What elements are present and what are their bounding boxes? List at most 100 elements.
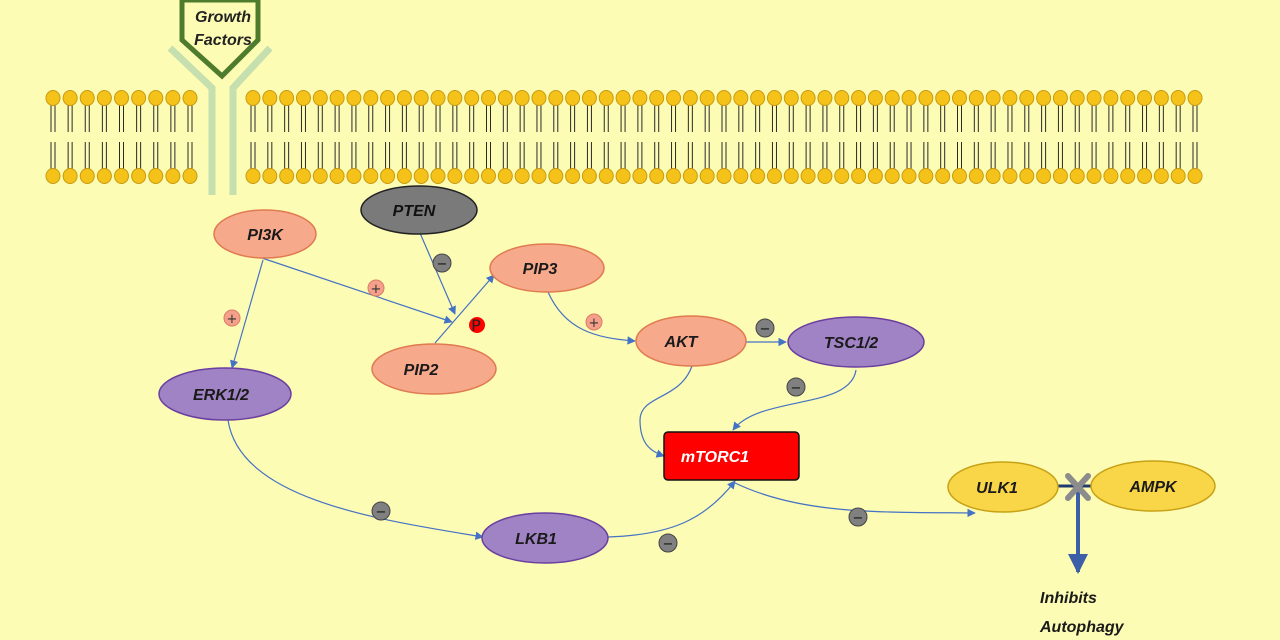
lipid-head [851,168,867,184]
node-pip2: PIP2 [371,343,497,395]
lipid-head [716,90,732,106]
node-tsc: TSC1/2 [787,316,925,368]
lipid-head [1002,168,1018,184]
lipid-head [531,168,547,184]
lipid-head [598,168,614,184]
lipid-head [1103,90,1119,106]
plus-sign: + [585,313,603,331]
lipid-head [985,90,1001,106]
lipid-head [114,90,129,106]
lipid-head [1103,168,1119,184]
lipid-head [329,168,345,184]
node-mtorc1-label: mTORC1 [681,449,749,466]
arrow-pi3k-erk [230,259,264,369]
lipid-head [182,168,198,184]
lipid-head [716,168,732,184]
node-mtorc1: mTORC1 [663,431,800,481]
lipid-head [497,168,513,184]
lipid-head [363,168,379,184]
lipid-head [800,168,816,184]
node-ulk1-label: ULK1 [976,480,1018,497]
arrow-akt-mtorc1 [639,365,693,458]
lipid-head [131,168,147,184]
lipid-head [1052,90,1068,106]
lipid-head [649,90,665,106]
node-ampk: AMPK [1090,460,1216,512]
node-erk-label: ERK1/2 [193,387,249,404]
node-erk: ERK1/2 [158,367,292,421]
lipid-head [262,90,278,106]
lipid-head [262,168,278,184]
lipid-head [279,90,295,106]
lipid-head [1170,168,1186,184]
lipid-head [396,90,412,106]
lipid-head [148,168,164,184]
node-lkb1: LKB1 [481,512,609,564]
lipid-head [884,168,900,184]
node-tsc-label: TSC1/2 [824,335,878,352]
lipid-head [114,168,129,184]
lipid-head [834,90,850,106]
lipid-head [901,90,917,106]
node-pip3: PIP3 [489,243,605,293]
lipid-head [918,168,934,184]
lipid-head [430,168,446,184]
lipid-head [329,90,345,106]
receptor-label-line2: Factors [194,32,252,49]
cross-icon [1065,473,1091,501]
node-pip2-label: PIP2 [404,362,439,379]
lipid-head [514,90,530,106]
phosphate-marker: P [469,316,485,335]
minus-sign: − [848,507,868,527]
lipid-head [1019,168,1035,184]
lipid-head [1036,168,1052,184]
svg-text:−: − [760,322,771,337]
lipid-head [985,168,1001,184]
lipid-head [1052,168,1068,184]
lipid-head [430,90,446,106]
lipid-head [548,168,564,184]
lipid-head [935,168,951,184]
lipid-head [1120,168,1136,184]
plus-sign: + [223,309,241,327]
cell-membrane [45,90,1203,184]
lipid-head [447,90,463,106]
lipid-head [851,90,867,106]
lipid-head [548,90,564,106]
lipid-head [245,90,261,106]
lipid-head [1137,168,1153,184]
lipid-head [312,168,328,184]
lipid-head [481,90,496,106]
lipid-head [615,90,631,106]
lipid-head [699,168,715,184]
node-ulk1: ULK1 [947,461,1059,513]
lipid-head [45,168,61,184]
arrow-mtorc1-ulk1 [732,481,976,518]
node-ampk-label: AMPK [1128,479,1178,496]
lipid-head [380,90,396,106]
lipid-head [165,168,181,184]
lipid-head [1069,168,1085,184]
lipid-head [279,168,295,184]
svg-text:+: + [371,282,382,297]
lipid-head [750,168,766,184]
lipid-head [464,168,480,184]
node-pi3k-label: PI3K [247,227,284,244]
minus-sign: − [786,377,806,397]
lipid-head [817,90,833,106]
lipid-head [581,168,597,184]
lipid-head [834,168,850,184]
lipid-head [1153,90,1169,106]
lipid-head [598,90,614,106]
lipid-head [918,90,934,106]
outcome-label: Inhibits Autophagy [1039,590,1125,636]
lipid-head [968,168,984,184]
lipid-head [783,168,799,184]
lipid-head [699,90,715,106]
node-lkb1-label: LKB1 [515,531,557,548]
connections [227,232,976,540]
lipid-head [363,90,379,106]
lipid-head [800,90,816,106]
lipid-head [396,168,412,184]
